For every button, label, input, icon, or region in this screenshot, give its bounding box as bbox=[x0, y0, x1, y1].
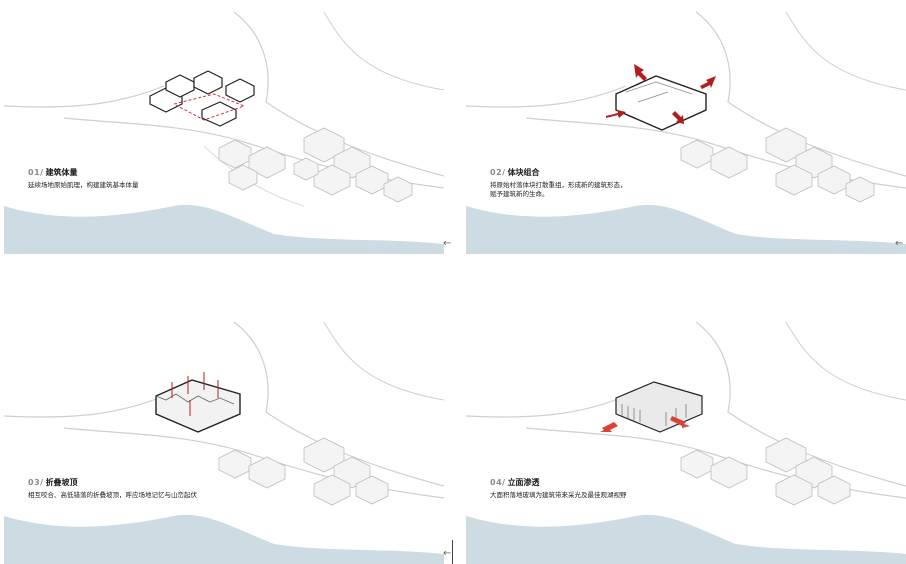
panel-02: 02/体块组合 将原始村落体块打散重组，形成新的建筑形态， 赋予建筑新的生命。 bbox=[466, 6, 906, 254]
step-number: 01/ bbox=[28, 168, 44, 177]
site-diagram-01 bbox=[4, 11, 444, 254]
step-description: 大面积落地玻璃为建筑带来采光及最佳观湖视野 bbox=[490, 491, 627, 499]
step-description: 相互咬合、高低错落的折叠坡顶，呼应场地记忆与山峦起伏 bbox=[28, 491, 197, 499]
step-title: 体块组合 bbox=[507, 168, 540, 177]
site-diagram-04 bbox=[466, 321, 906, 564]
site-diagram-03 bbox=[4, 321, 444, 564]
red-arrow-icon bbox=[606, 64, 716, 124]
step-title: 折叠坡顶 bbox=[45, 478, 78, 487]
step-description: 延续场地原始肌理，构建建筑基本体量 bbox=[28, 181, 139, 189]
panel-04: 04/立面渗透 大面积落地玻璃为建筑带来采光及最佳观湖视野 bbox=[466, 316, 906, 564]
red-arrow-icon bbox=[171, 372, 219, 416]
step-number: 03/ bbox=[28, 478, 44, 487]
panel-03: 03/折叠坡顶 相互咬合、高低错落的折叠坡顶，呼应场地记忆与山峦起伏 bbox=[4, 316, 444, 564]
step-number: 04/ bbox=[490, 478, 506, 487]
cursor-mark-icon: ← bbox=[895, 238, 904, 249]
caption-03: 03/折叠坡顶 相互咬合、高低错落的折叠坡顶，呼应场地记忆与山峦起伏 bbox=[28, 477, 197, 500]
cursor-mark-icon: ← bbox=[443, 548, 452, 559]
divider-line bbox=[452, 540, 453, 564]
caption-02: 02/体块组合 将原始村落体块打散重组，形成新的建筑形态， 赋予建筑新的生命。 bbox=[490, 167, 627, 199]
step-title: 建筑体量 bbox=[45, 168, 78, 177]
site-diagram-02 bbox=[466, 11, 906, 254]
red-arrow-icon bbox=[600, 416, 690, 432]
caption-04: 04/立面渗透 大面积落地玻璃为建筑带来采光及最佳观湖视野 bbox=[490, 477, 627, 500]
caption-01: 01/建筑体量 延续场地原始肌理，构建建筑基本体量 bbox=[28, 167, 139, 190]
cursor-mark-icon: ← bbox=[443, 238, 452, 249]
step-title: 立面渗透 bbox=[507, 478, 540, 487]
panel-01: 01/建筑体量 延续场地原始肌理，构建建筑基本体量 bbox=[4, 6, 444, 254]
step-number: 02/ bbox=[490, 168, 506, 177]
step-description: 将原始村落体块打散重组，形成新的建筑形态， 赋予建筑新的生命。 bbox=[490, 181, 627, 198]
